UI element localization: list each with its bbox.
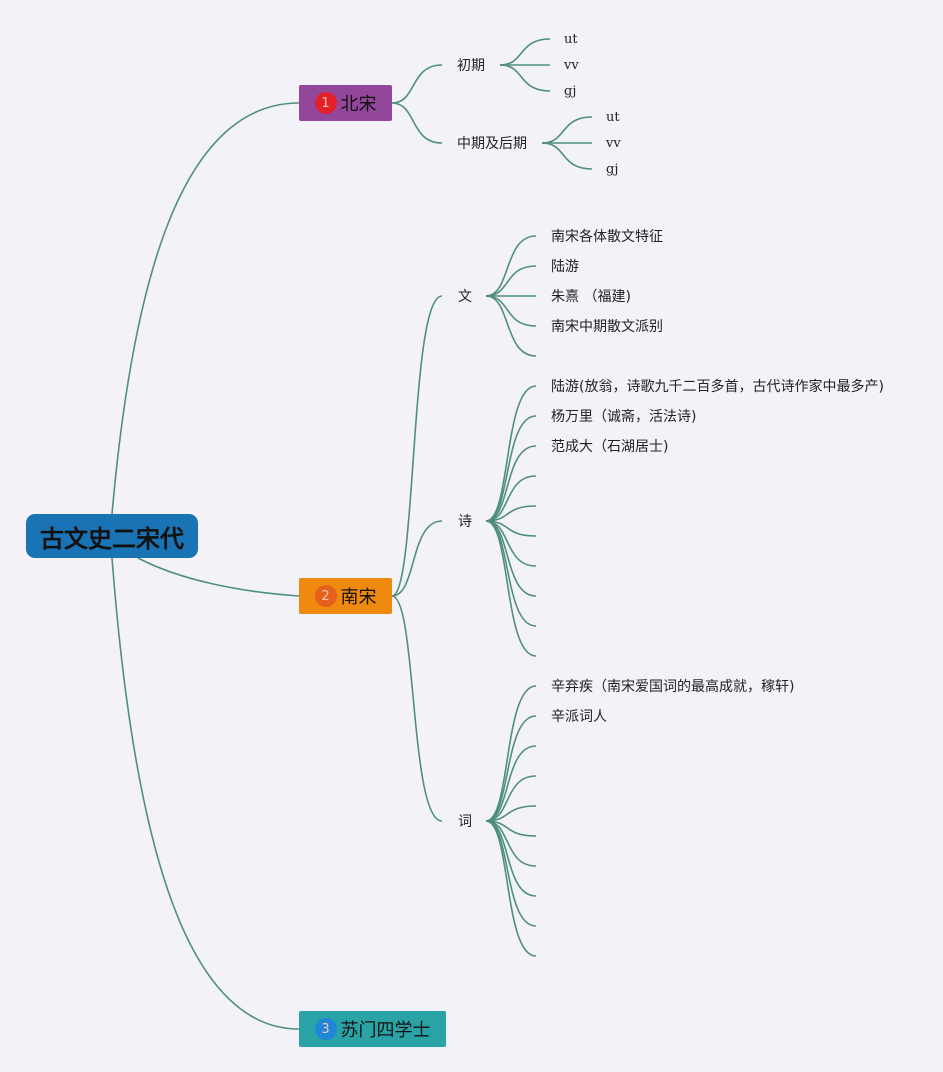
link-ci-leaf-9 bbox=[485, 820, 537, 957]
link-ci-leaf-6 bbox=[485, 820, 537, 867]
leaf-node[interactable]: 范成大（石湖居士) bbox=[551, 439, 669, 455]
link-ci-leaf-3 bbox=[485, 775, 537, 822]
priority-3-badge: 3 bbox=[314, 1018, 337, 1040]
link-shi-leaf-0 bbox=[485, 385, 537, 522]
leaf-node[interactable]: vv bbox=[564, 58, 579, 73]
link-beisong-early bbox=[391, 64, 443, 104]
topic-nansong-label: 南宋 bbox=[340, 587, 377, 608]
topic-sumen-label: 苏门四学士 bbox=[340, 1020, 431, 1041]
topic-beisong[interactable]: 1 北宋 bbox=[299, 85, 392, 121]
priority-2-badge: 2 bbox=[314, 585, 337, 607]
link-ci-leaf-0 bbox=[485, 685, 537, 822]
leaf-node[interactable]: 辛弃疾（南宋爱国词的最高成就，稼轩) bbox=[551, 679, 795, 695]
topic-nansong[interactable]: 2 南宋 bbox=[299, 578, 392, 614]
leaf-node[interactable]: gj bbox=[564, 84, 577, 99]
link-nansong-ci bbox=[391, 595, 443, 822]
link-root-nansong bbox=[137, 557, 300, 597]
leaf-node[interactable]: 朱熹 （福建) bbox=[551, 289, 631, 305]
subtopic-mid-late[interactable]: 中期及后期 bbox=[457, 136, 527, 152]
topic-sumen[interactable]: 3 苏门四学士 bbox=[299, 1011, 446, 1047]
link-ci-leaf-1 bbox=[485, 715, 537, 822]
link-beisong-mid bbox=[391, 102, 443, 144]
leaf-node[interactable]: vv bbox=[606, 136, 621, 151]
link-shi-leaf-1 bbox=[485, 415, 537, 522]
subtopic-shi[interactable]: 诗 bbox=[458, 514, 472, 530]
link-root-beisong bbox=[111, 102, 300, 515]
link-mid-leaf-2 bbox=[541, 142, 593, 170]
link-early-leaf-0 bbox=[499, 38, 551, 66]
subtopic-early[interactable]: 初期 bbox=[457, 58, 485, 74]
subtopic-ci[interactable]: 词 bbox=[458, 814, 472, 830]
link-early-leaf-2 bbox=[499, 64, 551, 92]
subtopic-wen[interactable]: 文 bbox=[458, 289, 472, 305]
root-topic[interactable]: 古文史二宋代 bbox=[26, 514, 198, 558]
link-shi-leaf-2 bbox=[485, 445, 537, 522]
link-wen-leaf-1 bbox=[485, 265, 537, 297]
leaf-node[interactable]: gj bbox=[606, 162, 619, 177]
leaf-node[interactable]: ut bbox=[564, 32, 578, 47]
leaf-node[interactable]: 南宋中期散文派别 bbox=[551, 319, 663, 335]
link-wen-leaf-3 bbox=[485, 295, 537, 327]
link-nansong-shi bbox=[391, 520, 443, 597]
link-wen-leaf-4 bbox=[485, 295, 537, 357]
topic-beisong-label: 北宋 bbox=[340, 94, 377, 115]
link-shi-leaf-3 bbox=[485, 475, 537, 522]
leaf-node[interactable]: 陆游(放翁，诗歌九千二百多首，古代诗作家中最多产) bbox=[551, 379, 884, 395]
leaf-node[interactable]: ut bbox=[606, 110, 620, 125]
priority-1-badge: 1 bbox=[314, 92, 337, 114]
link-shi-leaf-6 bbox=[485, 520, 537, 567]
leaf-node[interactable]: 陆游 bbox=[551, 259, 579, 275]
link-wen-leaf-0 bbox=[485, 235, 537, 297]
link-root-sumen bbox=[111, 557, 300, 1030]
link-shi-leaf-8 bbox=[485, 520, 537, 627]
leaf-node[interactable]: 辛派词人 bbox=[551, 709, 607, 725]
leaf-node[interactable]: 南宋各体散文特征 bbox=[551, 229, 663, 245]
leaf-node[interactable]: 杨万里（诚斋，活法诗) bbox=[551, 409, 697, 425]
link-ci-leaf-2 bbox=[485, 745, 537, 822]
link-nansong-wen bbox=[391, 295, 443, 597]
link-shi-leaf-9 bbox=[485, 520, 537, 657]
link-ci-leaf-8 bbox=[485, 820, 537, 927]
link-mid-leaf-0 bbox=[541, 116, 593, 144]
